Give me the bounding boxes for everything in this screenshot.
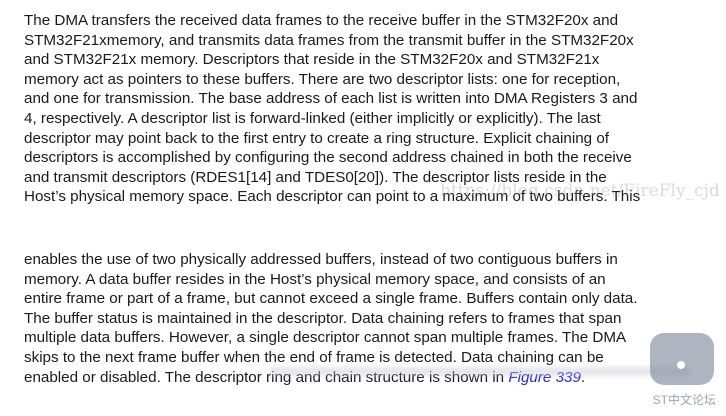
text-line: enables the use of two physically addres…: [24, 251, 618, 268]
figure-link[interactable]: Figure 339: [508, 368, 581, 386]
brand-label: ST中文论坛: [652, 393, 716, 407]
text-line: memory. A data buffer resides in the Hos…: [24, 270, 606, 288]
text-line: descriptor may point back to the first e…: [24, 129, 609, 147]
paragraph-1: The DMA transfers the received data fram…: [24, 11, 640, 207]
text-line: 4, respectively. A descriptor list is fo…: [24, 109, 601, 127]
text-line: and STM32F21x memory. Descriptors that r…: [24, 51, 600, 69]
text-line-last: enabled or disabled. The descriptor ring…: [24, 368, 637, 388]
text-line: and transmit descriptors (RDES1[14] and …: [24, 168, 607, 186]
watermark: https://blog.csdn.net/FireFly_cjd: [440, 181, 720, 201]
paragraph-2: enables the use of two physically addres…: [24, 250, 637, 387]
text-line: Host’s physical memory space. Each descr…: [24, 188, 641, 206]
text-line: The buffer status is maintained in the d…: [24, 309, 622, 327]
text-line: skips to the next frame buffer when the …: [24, 348, 604, 366]
chat-bubble-button[interactable]: [650, 333, 714, 385]
text-line: and one for transmission. The base addre…: [24, 90, 638, 108]
text-line: STM32F21xmemory, and transmits data fram…: [24, 31, 634, 49]
text-line: The DMA transfers the received data fram…: [24, 12, 619, 29]
period: .: [580, 368, 586, 386]
text-line: descriptors is accomplished by configuri…: [24, 149, 632, 167]
blur-overlay: [270, 367, 690, 376]
text-line: memory act as pointers to these buffers.…: [24, 70, 621, 88]
chat-dot-icon: [677, 361, 685, 369]
text-line: entire frame or part of a frame, but can…: [24, 290, 638, 308]
text-line: multiple data buffers. However, a single…: [24, 329, 627, 347]
text: enabled or disabled. The descriptor ring…: [24, 368, 509, 386]
